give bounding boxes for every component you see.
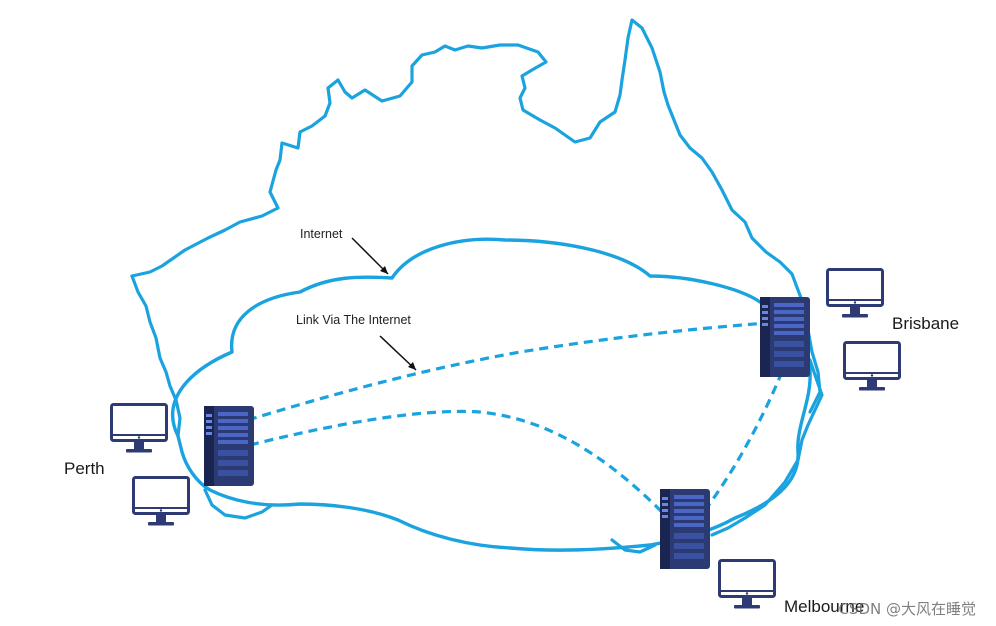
brisbane-computer-1-icon — [826, 268, 884, 319]
internet-arrow — [351, 237, 389, 275]
perth-computer-1-icon — [110, 403, 168, 454]
perth-label: Perth — [64, 459, 105, 478]
internet-label: Internet — [300, 227, 343, 241]
internet-cloud — [171, 237, 812, 552]
perth-computer-2-icon — [132, 476, 190, 527]
brisbane-label: Brisbane — [892, 314, 959, 333]
australia-outline-south-east — [610, 358, 824, 554]
link-label: Link Via The Internet — [296, 313, 411, 327]
watermark: CSDN @大风在睡觉 — [838, 600, 976, 618]
link-perth-melbourne — [249, 409, 667, 517]
australia-outline-west — [130, 274, 182, 438]
link-brisbane-melbourne — [703, 371, 784, 511]
internet-arrowhead — [380, 266, 388, 274]
melbourne-computer-icon — [718, 559, 776, 610]
link-arrow — [379, 335, 417, 371]
brisbane-server-icon — [760, 297, 810, 377]
melbourne-server-icon — [660, 489, 710, 569]
link-arrowhead — [408, 362, 416, 370]
link-perth-brisbane — [247, 320, 781, 422]
melbourne-label: Melbourne — [784, 597, 864, 616]
perth-server-icon — [204, 406, 254, 486]
australia-outline — [130, 18, 822, 414]
brisbane-computer-2-icon — [843, 341, 901, 392]
australia-outline-south-west — [203, 488, 274, 520]
